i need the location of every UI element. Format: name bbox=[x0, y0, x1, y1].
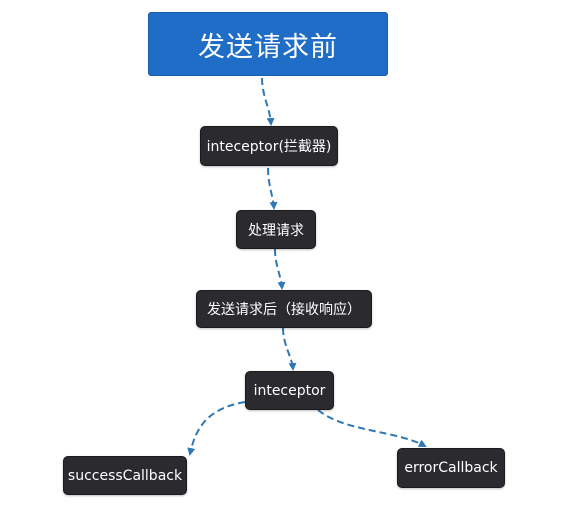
edge-interceptor2-to-success bbox=[187, 401, 246, 456]
edge-interceptor2-to-error bbox=[317, 409, 427, 447]
edge-interceptor-to-process bbox=[267, 167, 278, 210]
node-process-request: 处理请求 bbox=[236, 210, 316, 249]
node-success-callback: successCallback bbox=[63, 456, 187, 495]
edge-process-to-after-send bbox=[274, 248, 286, 290]
node-error-callback: errorCallback bbox=[397, 448, 505, 488]
node-after-send-receive-response: 发送请求后（接收响应） bbox=[196, 290, 372, 328]
node-before-request: 发送请求前 bbox=[148, 12, 388, 76]
edge-after-send-to-interceptor2 bbox=[282, 327, 297, 371]
edge-start-to-interceptor bbox=[261, 77, 275, 126]
node-interceptor: inteceptor(拦截器) bbox=[200, 126, 338, 166]
node-interceptor-response: inteceptor bbox=[245, 371, 334, 410]
